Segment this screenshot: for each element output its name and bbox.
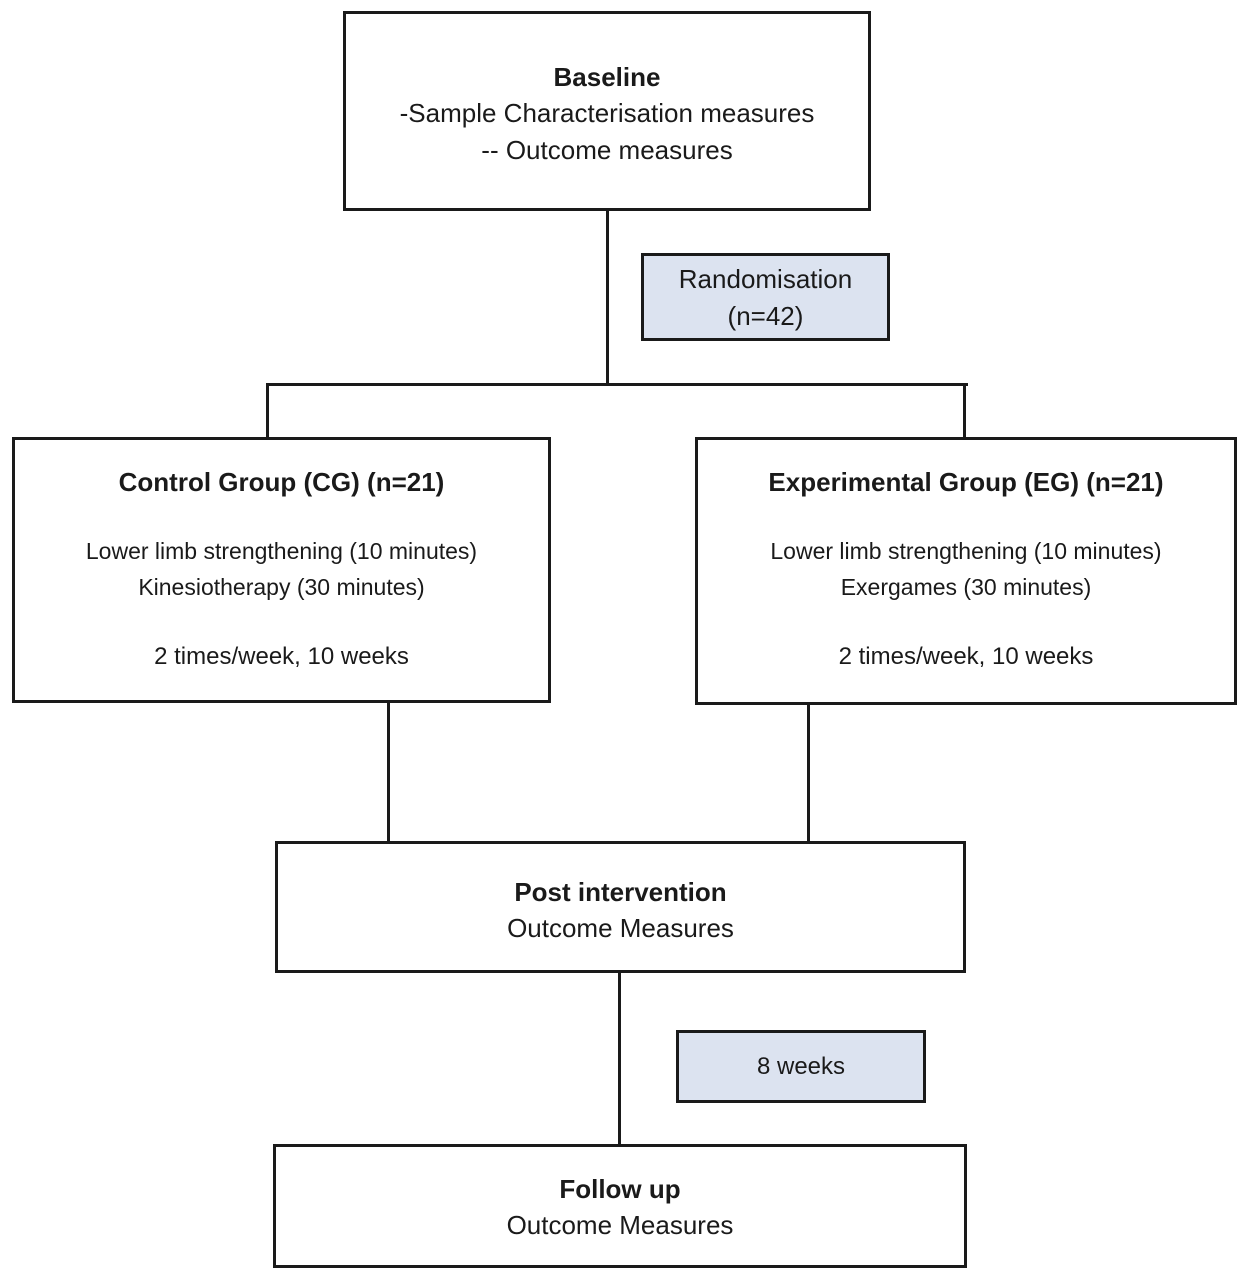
post-intervention-title: Post intervention	[514, 877, 727, 907]
control-group-title: Control Group (CG) (n=21)	[118, 467, 445, 497]
post-intervention-subtitle: Outcome Measures	[507, 913, 734, 943]
interval-box: 8 weeks	[676, 1030, 926, 1103]
randomisation-box: Randomisation (n=42)	[641, 253, 890, 341]
connector-split-to-control	[266, 383, 269, 439]
randomisation-n: (n=42)	[727, 301, 804, 331]
experimental-group-title: Experimental Group (EG) (n=21)	[768, 467, 1164, 497]
connector-horizontal-split	[266, 383, 968, 386]
interval-label: 8 weeks	[756, 1053, 846, 1080]
follow-up-box: Follow up Outcome Measures	[273, 1144, 967, 1268]
connector-split-to-experimental	[963, 383, 966, 439]
connector-post-to-followup	[618, 970, 621, 1146]
control-group-line-1: Lower limb strengthening (10 minutes)	[85, 538, 478, 564]
experimental-group-box: Experimental Group (EG) (n=21) Lower lim…	[695, 437, 1237, 705]
baseline-line-2: -- Outcome measures	[481, 135, 733, 165]
follow-up-title: Follow up	[559, 1174, 681, 1204]
randomisation-label: Randomisation	[678, 264, 853, 294]
experimental-group-frequency: 2 times/week, 10 weeks	[838, 643, 1094, 670]
control-group-frequency: 2 times/week, 10 weeks	[154, 643, 409, 670]
control-group-line-2: Kinesiotherapy (30 minutes)	[138, 574, 425, 600]
experimental-group-line-1: Lower limb strengthening (10 minutes)	[770, 538, 1162, 564]
connector-baseline-to-split	[606, 210, 609, 386]
control-group-box: Control Group (CG) (n=21) Lower limb str…	[12, 437, 551, 703]
baseline-box: Baseline -Sample Characterisation measur…	[343, 11, 871, 211]
baseline-title: Baseline	[553, 62, 661, 92]
experimental-group-line-2: Exergames (30 minutes)	[840, 574, 1092, 600]
post-intervention-box: Post intervention Outcome Measures	[275, 841, 966, 973]
connector-control-to-post	[387, 701, 390, 843]
follow-up-subtitle: Outcome Measures	[506, 1210, 734, 1240]
connector-experimental-to-post	[807, 703, 810, 843]
baseline-line-1: -Sample Characterisation measures	[399, 98, 815, 128]
